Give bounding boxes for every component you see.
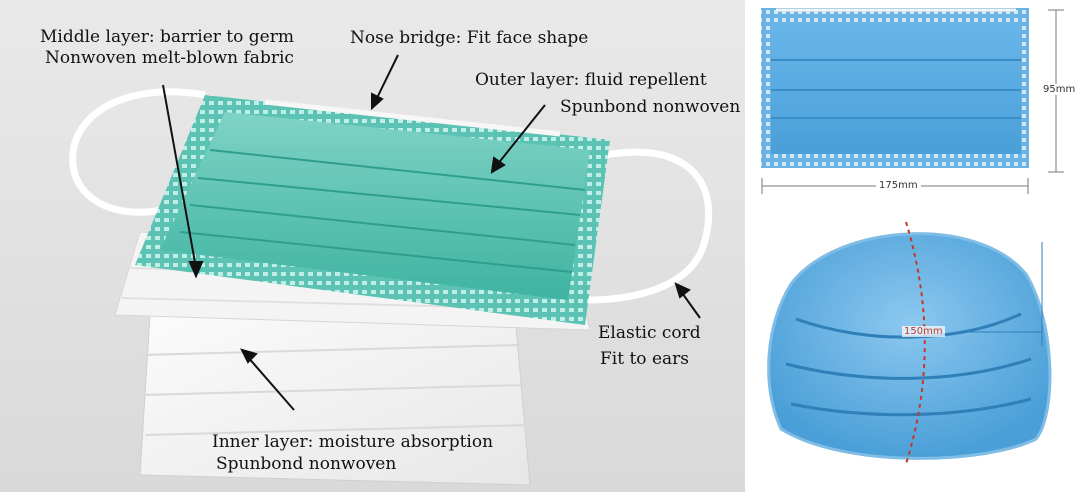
elastic-cord-purpose-label: Fit to ears (600, 349, 689, 369)
nose-bridge-wire (264, 99, 561, 137)
left-ear-loop (69, 88, 206, 216)
nose-bridge-label: Nose bridge: Fit face shape (350, 28, 589, 48)
mask-layers-photo: Middle layer: barrier to germ Nonwoven m… (0, 0, 745, 492)
expanded-mask-dimension-photo: 150mm (756, 214, 1082, 492)
elastic-cord-label: Elastic cord (598, 323, 701, 343)
middle-layer-material-label: Nonwoven melt-blown fabric (45, 48, 294, 68)
outer-layer-material-label: Spunbond nonwoven (560, 97, 741, 117)
right-ear-loop (584, 148, 713, 304)
inner-layer-label: Inner layer: moisture absorption (212, 432, 494, 452)
mask-illustration (69, 54, 713, 486)
middle-layer-label: Middle layer: barrier to germ (40, 27, 294, 47)
height-dimension-label: 95mm (1043, 84, 1076, 95)
flat-mask-dimension-photo: 175mm 95mm (756, 0, 1082, 208)
outer-layer-label: Outer layer: fluid repellent (475, 70, 707, 90)
inner-layer-material-label: Spunbond nonwoven (216, 454, 397, 474)
expanded-blue-mask (767, 232, 1052, 460)
width-dimension-label: 175mm (876, 180, 921, 191)
depth-dimension-label: 150mm (902, 326, 945, 337)
